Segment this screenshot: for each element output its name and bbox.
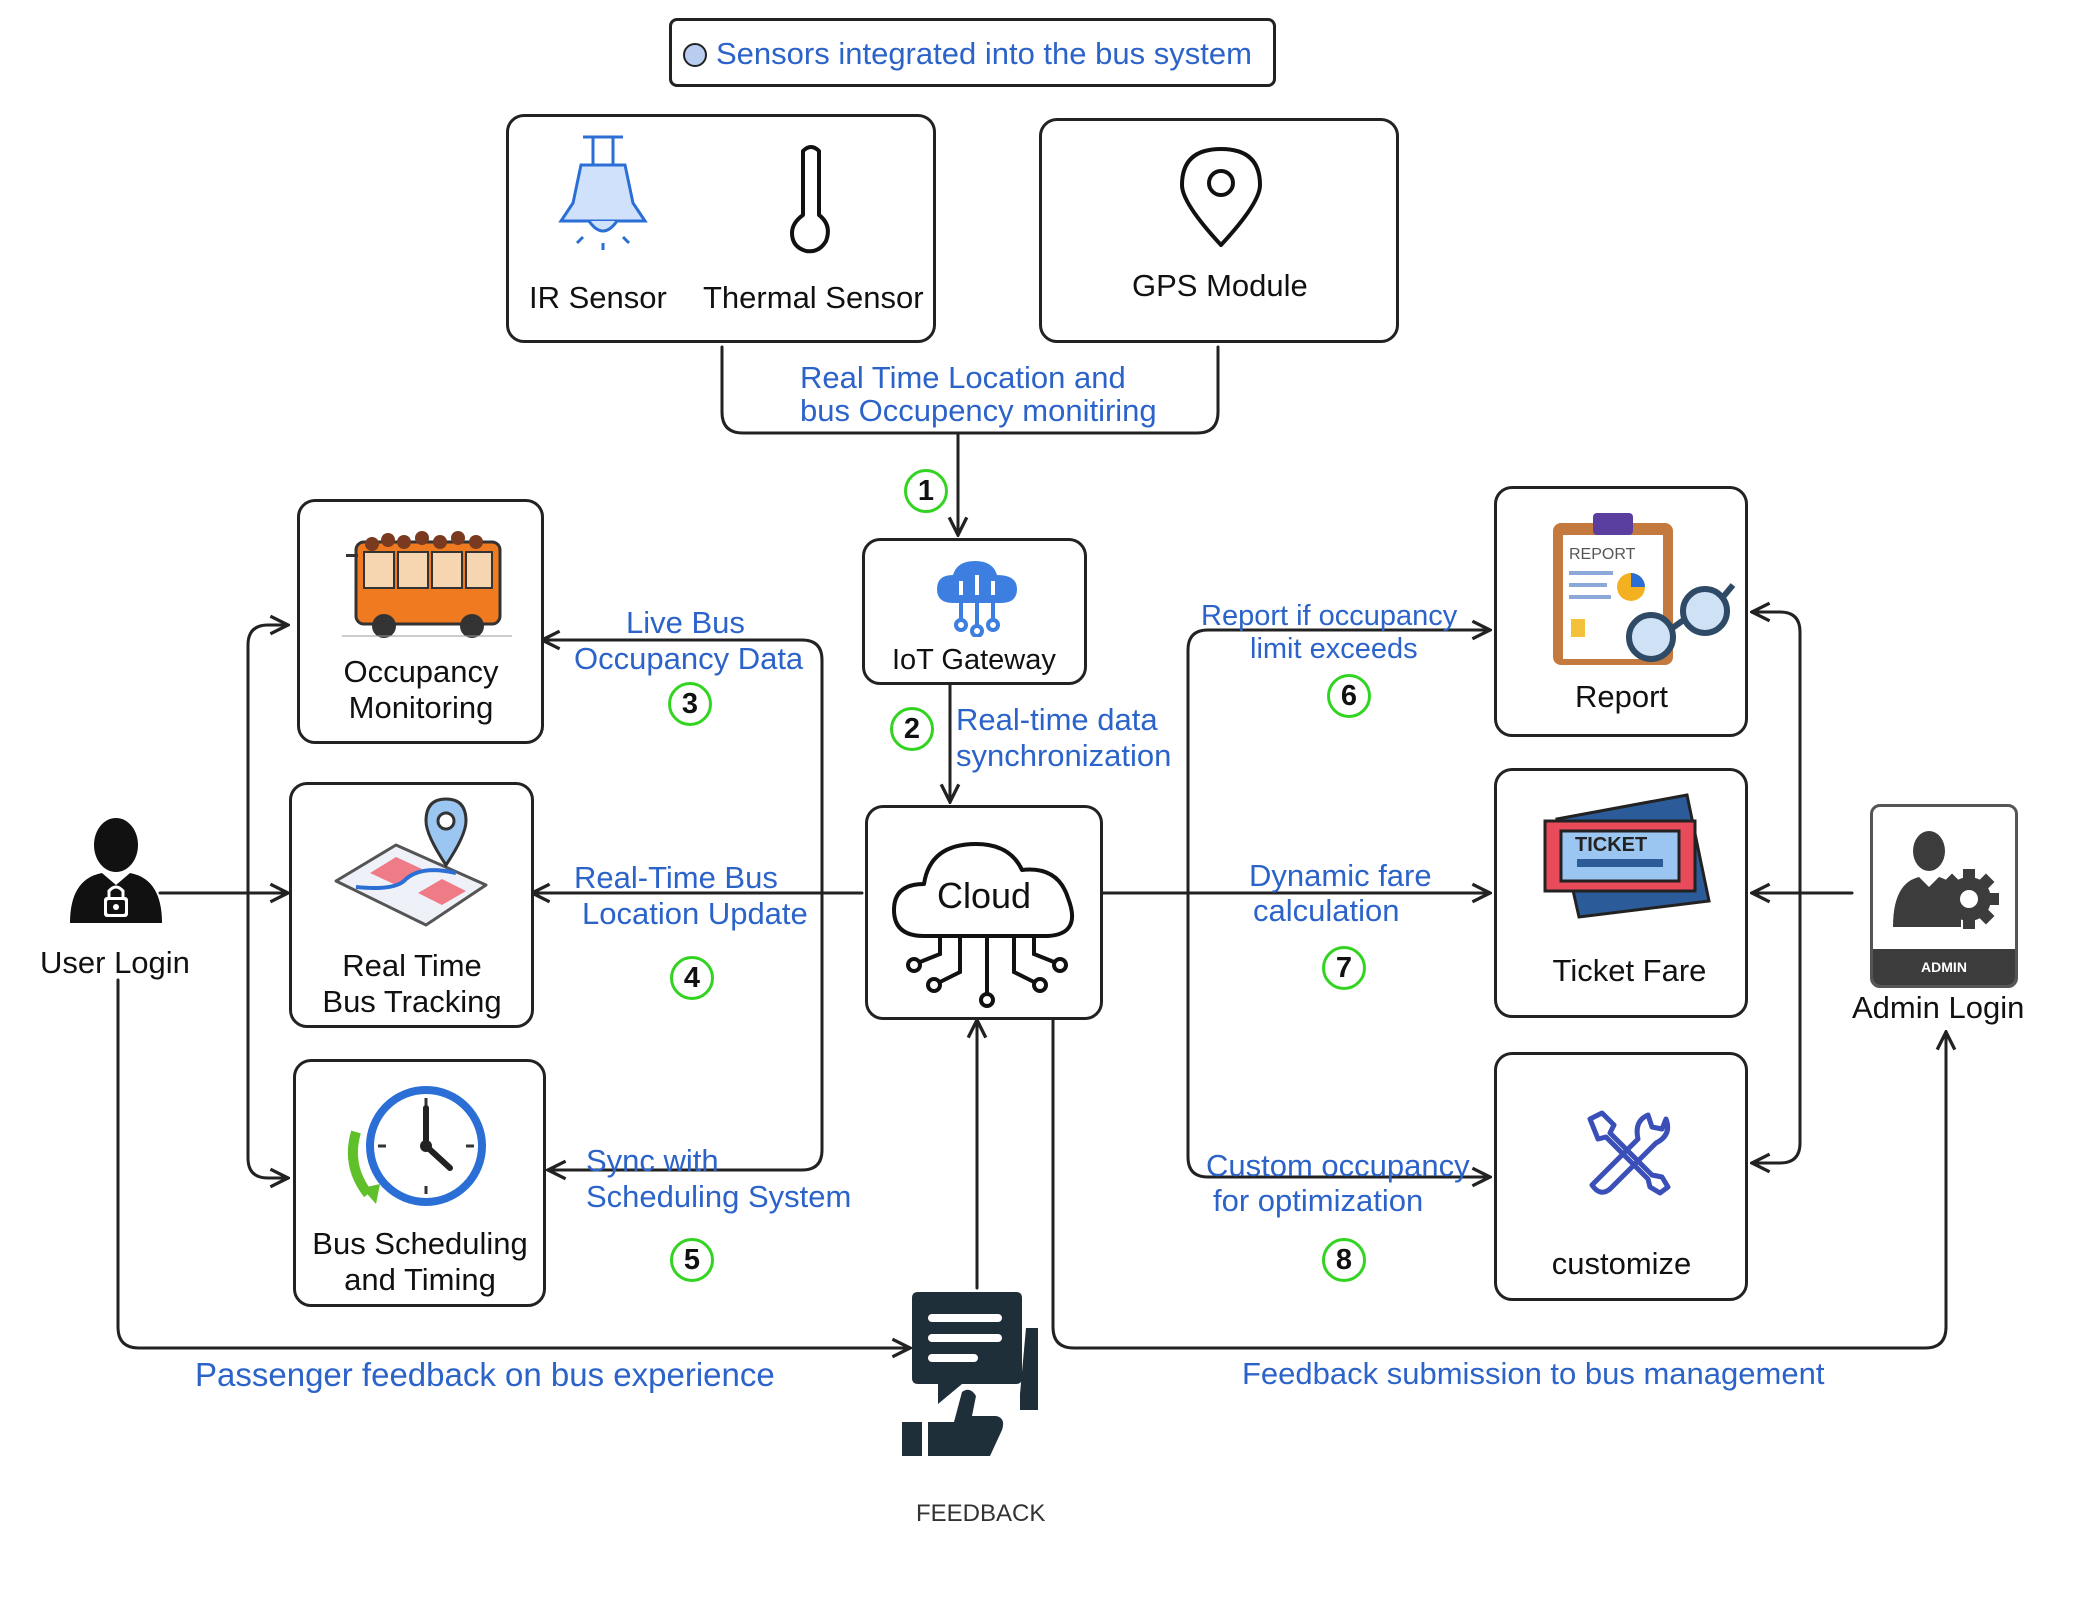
legend-marker xyxy=(683,43,707,67)
report-label: Report xyxy=(1574,679,1669,714)
step-badge-6: 6 xyxy=(1327,674,1371,718)
report-icon-text: REPORT xyxy=(1569,546,1636,563)
legend-text: Sensors integrated into the bus system xyxy=(716,36,1252,71)
sensor-merge-line xyxy=(720,345,1220,435)
flow-6-arrow xyxy=(1186,630,1490,895)
bus-scheduling-label-1: Bus Scheduling xyxy=(312,1226,528,1261)
admin-gear-icon xyxy=(1893,831,1999,929)
crowded-bus-icon xyxy=(342,531,512,638)
report-box: REPORT Report xyxy=(1494,486,1748,737)
management-feedback-arrow xyxy=(1051,1018,1946,1350)
occupancy-monitoring-label-1: Occupancy xyxy=(343,654,499,689)
flow-6-label-2: limit exceeds xyxy=(1250,633,1418,665)
flow-3-label-1: Live Bus xyxy=(626,605,745,640)
real-time-tracking-label-2: Bus Tracking xyxy=(322,984,502,1019)
admin-to-customize-arrow xyxy=(1752,891,1802,1163)
admin-login-label[interactable]: Admin Login xyxy=(1852,990,2025,1025)
flow-8-label-2: for optimization xyxy=(1213,1183,1424,1218)
flow-5-arrow xyxy=(548,891,824,1170)
admin-icon: ADMIN xyxy=(1870,804,2018,988)
step-badge-4: 4 xyxy=(670,956,714,1000)
ticket-fare-label: Ticket Fare xyxy=(1552,953,1707,988)
flow-2-label-1: Real-time data xyxy=(956,702,1158,737)
feedback-icon xyxy=(902,1292,1038,1456)
flow-6-label-1: Report if occupancy xyxy=(1201,600,1458,632)
cloud-label: Cloud xyxy=(937,875,1032,916)
tools-icon xyxy=(1587,1110,1671,1196)
step-badge-8: 8 xyxy=(1322,1238,1366,1282)
ticket-fare-box: TICKET Ticket Fare xyxy=(1494,768,1748,1018)
admin-badge-text: ADMIN xyxy=(1921,959,1967,975)
flow-8-label-1: Custom occupancy xyxy=(1206,1148,1470,1183)
cloud-box: Cloud xyxy=(865,805,1103,1020)
user-icon xyxy=(70,818,162,923)
iot-cloud-icon xyxy=(937,561,1017,637)
real-time-tracking-label-1: Real Time xyxy=(342,948,482,983)
flow-5-label-2: Scheduling System xyxy=(586,1179,852,1214)
flow-4-label-2: Location Update xyxy=(582,896,808,931)
ir-sensor-label: IR Sensor xyxy=(529,280,667,315)
user-to-scheduling-arrow xyxy=(246,891,288,1178)
step-badge-1: 1 xyxy=(904,469,948,513)
report-clipboard-icon: REPORT xyxy=(1553,513,1736,665)
admin-to-report-arrow xyxy=(1752,612,1802,895)
flow-2-label-2: synchronization xyxy=(956,738,1172,773)
step-badge-5: 5 xyxy=(670,1238,714,1282)
admin-badge: ADMIN xyxy=(1873,949,2015,985)
gps-module-box: GPS Module xyxy=(1039,118,1399,343)
sensor-output-label-line2: bus Occupency monitiring xyxy=(800,393,1157,428)
bus-scheduling-box: Bus Scheduling and Timing xyxy=(293,1059,546,1307)
step-badge-2: 2 xyxy=(890,707,934,751)
bus-scheduling-label-2: and Timing xyxy=(344,1262,496,1297)
passenger-feedback-arrow xyxy=(116,978,910,1348)
step-badge-3: 3 xyxy=(668,682,712,726)
map-tracking-icon xyxy=(334,797,488,927)
ticket-icon-text: TICKET xyxy=(1575,834,1647,856)
flow-3-arrow xyxy=(542,640,824,895)
passenger-feedback-label: Passenger feedback on bus experience xyxy=(195,1356,775,1393)
flow-5-label-1: Sync with xyxy=(586,1143,719,1178)
user-to-occupancy-arrow xyxy=(246,625,288,895)
customize-label: customize xyxy=(1551,1246,1692,1281)
thermal-sensor-icon xyxy=(790,145,830,254)
real-time-tracking-box: Real Time Bus Tracking xyxy=(289,782,534,1028)
flow-7-label-2: calculation xyxy=(1253,893,1400,928)
iot-gateway-label: IoT Gateway xyxy=(892,644,1056,676)
step-badge-7: 7 xyxy=(1322,946,1366,990)
feedback-label: FEEDBACK xyxy=(916,1500,1046,1527)
cloud-icon xyxy=(892,842,1074,1008)
ir-thermal-sensor-box: IR Sensor Thermal Sensor xyxy=(506,114,936,343)
thermal-sensor-label: Thermal Sensor xyxy=(703,280,924,315)
management-feedback-label: Feedback submission to bus management xyxy=(1242,1356,1825,1391)
iot-gateway-box: IoT Gateway xyxy=(862,538,1087,685)
ir-sensor-icon xyxy=(558,135,648,250)
occupancy-monitoring-box: Occupancy Monitoring xyxy=(297,499,544,744)
flow-3-label-2: Occupancy Data xyxy=(574,641,804,676)
sensor-output-label-line1: Real Time Location and xyxy=(800,360,1126,395)
gps-module-label: GPS Module xyxy=(1132,268,1308,303)
customize-box: customize xyxy=(1494,1052,1748,1301)
flow-8-arrow xyxy=(1186,891,1490,1177)
flow-4-label-1: Real-Time Bus xyxy=(574,860,778,895)
user-login-label[interactable]: User Login xyxy=(40,945,190,980)
clock-icon xyxy=(347,1086,486,1206)
ticket-icon: TICKET xyxy=(1543,793,1711,919)
location-pin-icon xyxy=(1180,147,1262,247)
occupancy-monitoring-label-2: Monitoring xyxy=(348,690,494,725)
legend-box: Sensors integrated into the bus system xyxy=(669,18,1276,87)
flow-7-label-1: Dynamic fare xyxy=(1249,858,1432,893)
